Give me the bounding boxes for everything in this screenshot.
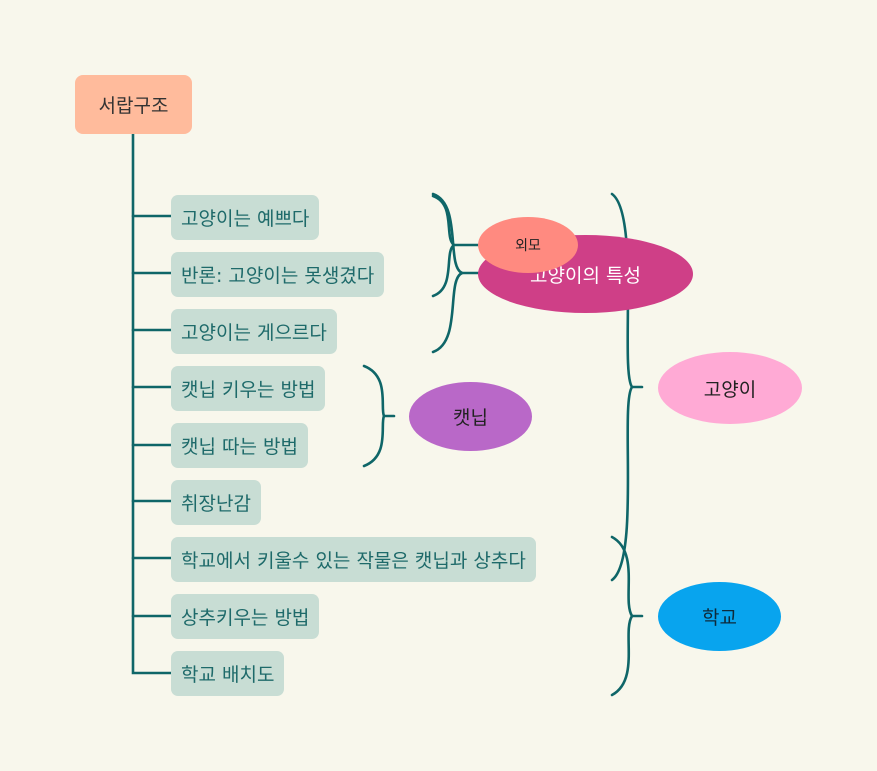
brace-appearance	[431, 194, 457, 298]
topic-label: 캣닙 따는 방법	[181, 436, 298, 458]
topic-label: 캣닙 키우는 방법	[181, 379, 316, 401]
brace-catnip	[362, 364, 386, 468]
summary-label: 학교	[702, 607, 737, 629]
topic-label: 학교 배치도	[181, 664, 275, 686]
topic-school-layout[interactable]: 학교 배치도	[171, 651, 285, 696]
topic-school-crops[interactable]: 학교에서 키울수 있는 작물은 캣닙과 상추다	[171, 537, 536, 582]
summary-appearance[interactable]: 외모	[478, 217, 578, 273]
topic-counter-argument[interactable]: 반론: 고양이는 못생겼다	[171, 252, 385, 297]
summary-school[interactable]: 학교	[658, 582, 781, 651]
root-label: 서랍구조	[98, 95, 169, 117]
summary-cat[interactable]: 고양이	[658, 352, 802, 424]
topic-label: 학교에서 키울수 있는 작물은 캣닙과 상추다	[181, 550, 526, 572]
topic-label: 반론: 고양이는 못생겼다	[181, 265, 375, 287]
topic-label: 취장난감	[181, 493, 251, 515]
summary-label: 고양이	[703, 378, 757, 401]
summary-label: 고양이의 특성	[530, 264, 641, 287]
topic-growing-lettuce[interactable]: 상추키우는 방법	[171, 594, 320, 639]
summary-label: 외모	[515, 238, 541, 254]
root-node[interactable]: 서랍구조	[75, 75, 192, 134]
topic-cats-are-lazy[interactable]: 고양이는 게으르다	[171, 309, 337, 354]
topic-label: 상추키우는 방법	[181, 607, 310, 629]
trunk-line	[131, 132, 173, 675]
summary-catnip[interactable]: 캣닙	[409, 382, 532, 451]
topic-cats-are-pretty[interactable]: 고양이는 예쁘다	[171, 195, 320, 240]
topic-label: 고양이는 게으르다	[181, 322, 327, 344]
topic-toy[interactable]: 취장난감	[171, 480, 261, 525]
summary-cat-traits[interactable]: 고양이의 특성	[478, 235, 693, 313]
topic-label: 고양이는 예쁘다	[181, 208, 310, 230]
summary-label: 캣닙	[453, 407, 488, 429]
topic-picking-catnip[interactable]: 캣닙 따는 방법	[171, 423, 308, 468]
topic-growing-catnip[interactable]: 캣닙 키우는 방법	[171, 366, 326, 411]
